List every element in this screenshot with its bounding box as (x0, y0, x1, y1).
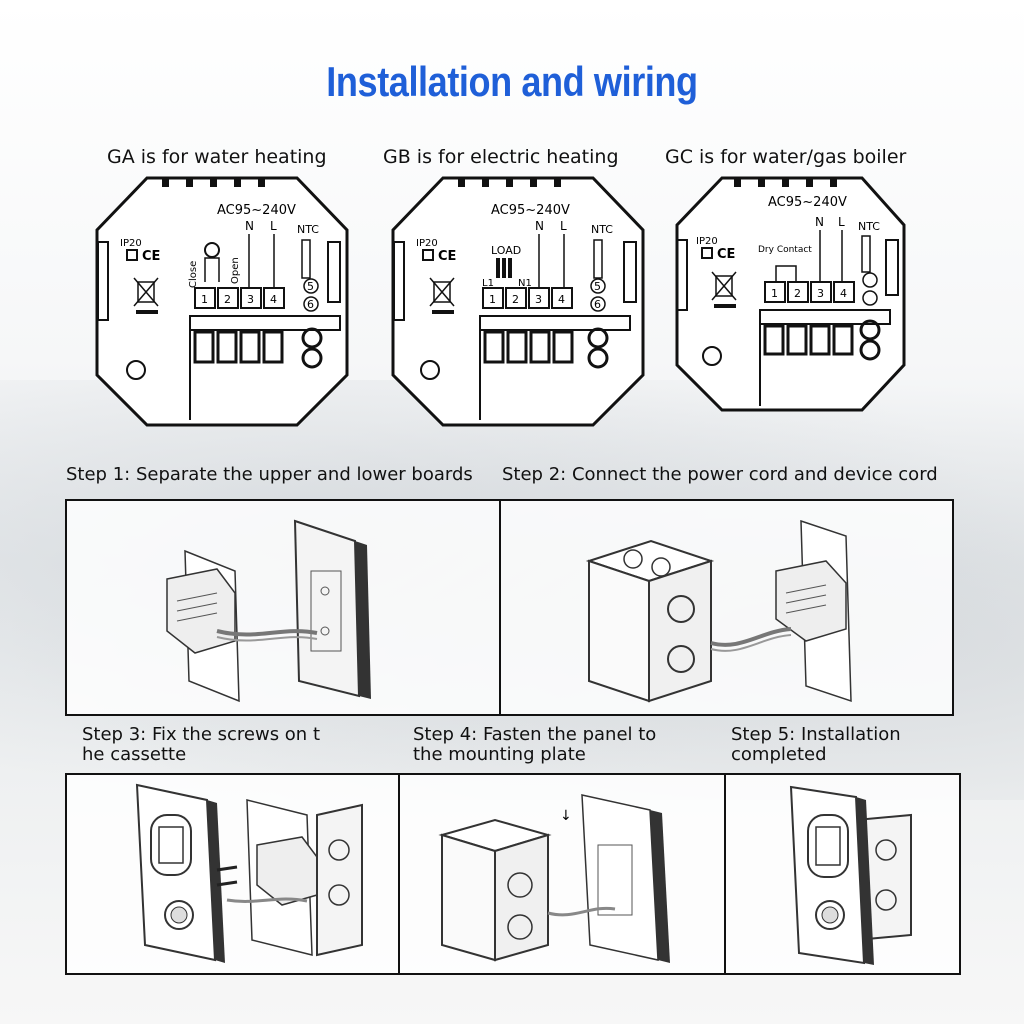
step-2-panel (499, 499, 954, 716)
ntc-text: NTC (858, 220, 880, 233)
ntc-text: NTC (591, 223, 613, 236)
board-gc-label: GC is for water/gas boiler (665, 146, 907, 168)
installation-completed-illustration (789, 785, 912, 965)
terminal-4: 4 (270, 293, 277, 306)
step-5-label: Step 5: Installation completed (731, 724, 901, 765)
ce-mark: CE (717, 247, 735, 262)
terminal-2: 2 (224, 293, 231, 306)
terminal-5: 5 (307, 280, 314, 293)
l-text: L (560, 219, 567, 233)
terminal-2: 2 (512, 293, 519, 306)
separate-boards-illustration (166, 519, 371, 703)
dry-contact-text: Dry Contact (758, 245, 812, 255)
connect-cords-illustration (585, 519, 852, 703)
fix-screws-illustration (135, 783, 363, 963)
ce-mark: CE (438, 249, 456, 264)
load-text: LOAD (491, 244, 521, 257)
terminal-6: 6 (307, 298, 314, 311)
board-ga-label: GA is for water heating (107, 146, 327, 168)
terminal-1: 1 (201, 293, 208, 306)
n-text: N (535, 219, 544, 233)
board-ga-diagram: AC95~240V N L NTC IP20 CE Close Open 1 2 3… (95, 176, 349, 427)
terminal-3: 3 (247, 293, 254, 306)
wheelie-bin-icon (133, 277, 159, 307)
open-text: Open (230, 257, 241, 284)
voltage-text: AC95~240V (768, 195, 847, 210)
terminal-3: 3 (817, 287, 824, 300)
n1-text: N1 (518, 278, 532, 289)
step-4-panel: ↓ (398, 773, 726, 975)
l-text: L (270, 219, 277, 233)
terminal-4: 4 (558, 293, 565, 306)
step-1-label: Step 1: Separate the upper and lower boa… (66, 464, 473, 485)
step-4-label: Step 4: Fasten the panel to the mounting… (413, 724, 657, 765)
wheelie-bin-icon (429, 277, 455, 307)
ce-mark: CE (142, 249, 160, 264)
voltage-text: AC95~240V (217, 203, 296, 218)
step-5-panel (724, 773, 961, 975)
board-gb-label: GB is for electric heating (383, 146, 619, 168)
ip20-text: IP20 (416, 238, 438, 249)
ip20-text: IP20 (696, 236, 718, 247)
l1-text: L1 (482, 278, 494, 289)
ntc-text: NTC (297, 223, 319, 236)
n-text: N (815, 215, 824, 229)
step-3-panel (65, 773, 400, 975)
terminal-5: 5 (594, 280, 601, 293)
down-arrow-icon: ↓ (560, 808, 572, 824)
step-2-label: Step 2: Connect the power cord and devic… (502, 464, 938, 485)
terminal-4: 4 (840, 287, 847, 300)
n-text: N (245, 219, 254, 233)
step-1-panel (65, 499, 501, 716)
terminal-6: 6 (594, 298, 601, 311)
board-gb-diagram: AC95~240V N L NTC IP20 CE LOAD L1 N1 1 2 3… (391, 176, 645, 427)
step-3-label: Step 3: Fix the screws on t he cassette (82, 724, 320, 765)
fasten-panel-illustration: ↓ (438, 794, 670, 963)
l-text: L (838, 215, 845, 229)
ip20-text: IP20 (120, 238, 142, 249)
terminal-1: 1 (489, 293, 496, 306)
voltage-text: AC95~240V (491, 203, 570, 218)
terminal-3: 3 (535, 293, 542, 306)
terminal-2: 2 (794, 287, 801, 300)
wheelie-bin-icon (711, 271, 737, 301)
page-title: Installation and wiring (326, 58, 698, 105)
board-gc-diagram: AC95~240V N L NTC IP20 CE Dry Contact 1 2… (675, 176, 906, 412)
close-text: Close (188, 261, 199, 288)
terminal-1: 1 (771, 287, 778, 300)
